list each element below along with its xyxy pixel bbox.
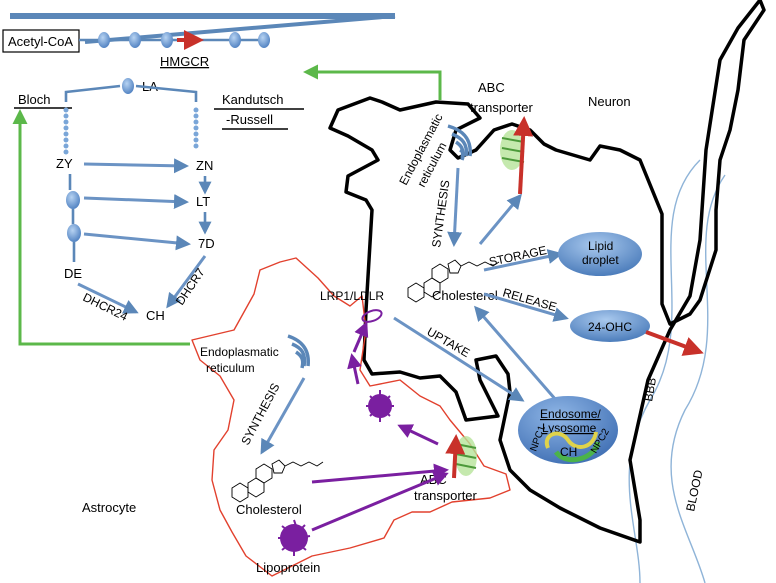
- bloch1-lt-arrow: [83, 194, 189, 210]
- russell-label: -Russell: [226, 112, 273, 127]
- mevalonate-node-4: [229, 32, 241, 48]
- ohc-label: 24-OHC: [588, 320, 632, 334]
- neuron-synthesis-arrow: [447, 167, 463, 247]
- zymosterol-label: ZY: [56, 156, 73, 171]
- npc-complex-green: [553, 441, 601, 463]
- green-feedback-neuron: [303, 64, 442, 100]
- secreted-lipoprotein-icon: [366, 390, 394, 422]
- astrocyte-er-label-1: Endoplasmatic: [200, 345, 279, 359]
- storage-label: STORAGE: [488, 243, 548, 269]
- astrocyte-title: Astrocyte: [82, 500, 136, 515]
- dhcr24-label: DHCR24: [81, 290, 131, 324]
- zy-zn-arrow: [83, 158, 189, 174]
- blood-label: BLOOD: [683, 468, 705, 512]
- kandutsch-beaded-chain: [193, 107, 199, 149]
- ohc-ellipse: [570, 310, 650, 342]
- zymostenol-label: ZN: [196, 158, 213, 173]
- release-label: RELEASE: [501, 285, 558, 314]
- cholesterol-to-abc-arrow: [311, 463, 449, 484]
- desmosterol-label: DE: [64, 266, 82, 281]
- lipoprotein-label: Lipoprotein: [256, 560, 320, 575]
- storage-arrow: [483, 249, 563, 272]
- kandutsch-label: Kandutsch: [222, 92, 283, 107]
- astrocyte-abc-transporter-icon: [445, 434, 477, 479]
- bloch2-7d-arrow: [83, 232, 191, 251]
- acetyl-coa-label: Acetyl-CoA: [8, 34, 73, 49]
- 7d-ch-arrow: [166, 255, 207, 309]
- lipid-droplet-label-2: droplet: [582, 253, 619, 267]
- green-feedback-astrocyte: [12, 109, 190, 346]
- astrocyte-membrane: [191, 257, 511, 577]
- receptor-icon: [361, 309, 383, 323]
- bloch-beaded-chain: [63, 107, 69, 155]
- bloch-label: Bloch: [18, 92, 51, 107]
- endosome: [518, 396, 618, 464]
- mevalonate-node-5: [258, 32, 270, 48]
- mevalonate-node-3: [161, 32, 173, 48]
- blood-vessel-wall-outer: [670, 174, 726, 583]
- neuron-cholesterol-label: Cholesterol: [432, 288, 498, 303]
- endosome-return-arrow: [474, 305, 558, 401]
- blood-vessel-wall-inner: [628, 159, 701, 583]
- neuron-abc-transporter-icon: [500, 116, 534, 195]
- neuron-er-icon: [447, 124, 472, 161]
- endosome-ch-label: CH: [560, 445, 577, 459]
- lipid-droplet-label-1: Lipid: [588, 239, 613, 253]
- astrocyte-er-icon: [287, 334, 310, 369]
- bloch-node-1: [66, 191, 80, 209]
- receptor-label: LRP1/LDLR: [320, 289, 384, 303]
- lipid-droplet: [558, 232, 642, 276]
- astrocyte-synthesis-label: SYNTHESIS: [238, 381, 282, 448]
- endosome-label-2: Lysosome: [542, 421, 597, 435]
- neuron-title: Neuron: [588, 94, 631, 109]
- abc-to-lipoprotein-arrow: [397, 424, 439, 446]
- receptor-uptake-arrow: [352, 321, 369, 353]
- la-branch: [64, 84, 198, 102]
- bloch-node-2: [67, 224, 81, 242]
- astrocyte-cholesterol-structure: [231, 459, 324, 503]
- npc-complex: [544, 431, 598, 449]
- astrocyte-lipoprotein-icon: [278, 519, 311, 556]
- lanosterol-node: [122, 78, 134, 94]
- astrocyte-er-label-2: reticulum: [206, 361, 255, 375]
- lipoprotein-to-abc-arrow: [311, 471, 449, 532]
- neuron-abc-export-arrow: [478, 193, 522, 245]
- cholesterol-abbr-label: CH: [146, 308, 165, 323]
- lipoprotein-to-receptor-arrow: [347, 353, 362, 385]
- dehydrocholesterol-label: 7D: [198, 236, 215, 251]
- neuron-cholesterol-structure: [407, 259, 500, 303]
- astrocyte-cholesterol-label: Cholesterol: [236, 502, 302, 517]
- neuron-abc-label-2: transporter: [470, 100, 534, 115]
- neuron-synthesis-label: SYNTHESIS: [429, 179, 452, 248]
- neuron-abc-label-1: ABC: [478, 80, 505, 95]
- lathosterol-label: LT: [196, 194, 210, 209]
- uptake-arrow: [393, 316, 525, 402]
- endosome-label-1: Endosome/: [540, 407, 601, 421]
- dhcr7-label: DHCR7: [173, 265, 208, 307]
- mevalonate-node-2: [129, 32, 141, 48]
- astrocyte-abc-label-2: transporter: [414, 488, 478, 503]
- hmgcr-label: HMGCR: [160, 54, 209, 69]
- bbb-label: BBB: [641, 376, 659, 402]
- mevalonate-node-1: [98, 32, 110, 48]
- ohc-blood-arrow: [645, 330, 704, 356]
- astrocyte-synthesis-arrow: [260, 377, 306, 455]
- de-ch-arrow: [77, 282, 139, 314]
- release-arrow: [483, 292, 569, 322]
